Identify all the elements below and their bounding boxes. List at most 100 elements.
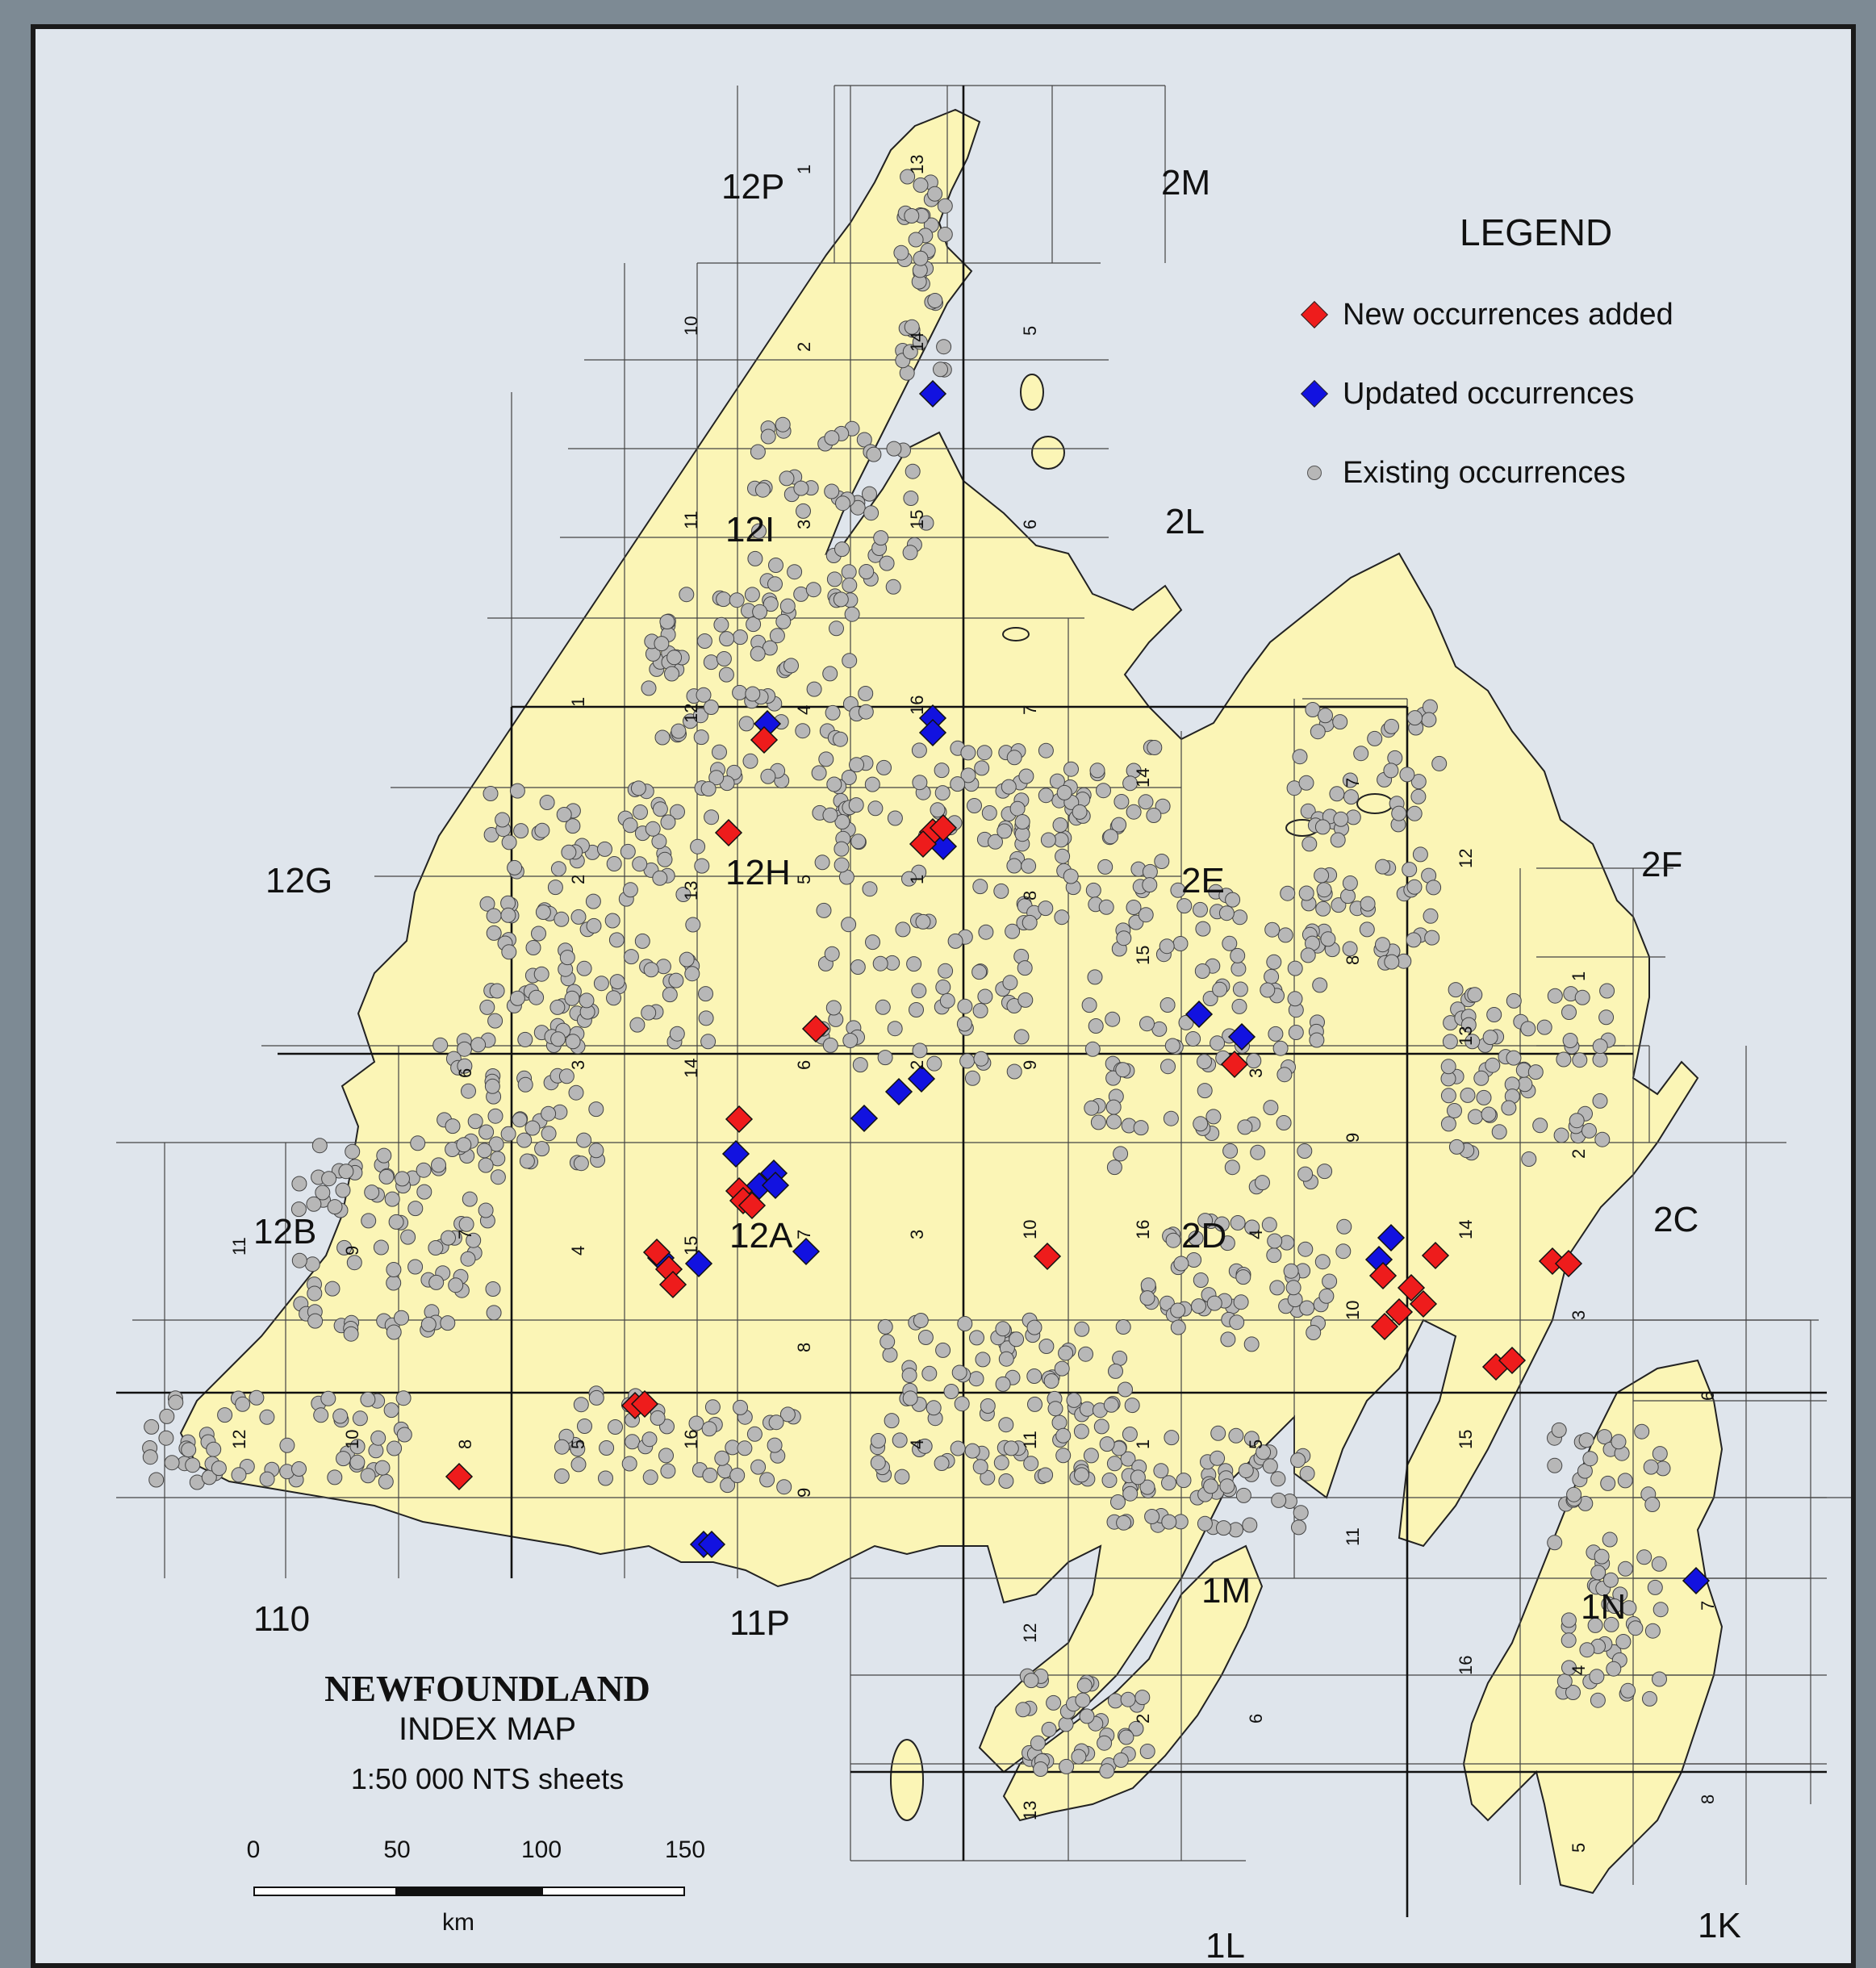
existing-occurrence-dot — [1235, 1487, 1251, 1503]
existing-occurrence-dot — [1155, 798, 1171, 814]
existing-occurrence-dot — [1592, 1093, 1608, 1109]
existing-occurrence-dot — [1292, 749, 1308, 765]
existing-occurrence-dot — [517, 1076, 533, 1093]
existing-occurrence-dot — [904, 208, 920, 224]
existing-occurrence-dot — [1106, 1159, 1122, 1176]
existing-occurrence-dot — [1272, 1040, 1289, 1056]
existing-occurrence-dot — [1178, 1014, 1194, 1030]
existing-occurrence-dot — [814, 854, 830, 871]
existing-occurrence-dot — [1170, 1319, 1186, 1335]
existing-occurrence-dot — [738, 716, 754, 732]
sheet-label: 2F — [1641, 845, 1682, 884]
existing-occurrence-dot — [865, 934, 880, 951]
existing-occurrence-dot — [972, 1003, 988, 1018]
quad-number: 11 — [1343, 1527, 1363, 1546]
existing-occurrence-dot — [1078, 1346, 1093, 1362]
existing-occurrence-dot — [144, 1419, 160, 1435]
scale-segment — [397, 1887, 541, 1896]
existing-occurrence-dot — [733, 1399, 748, 1415]
quad-number: 15 — [1456, 1430, 1476, 1449]
existing-occurrence-dot — [1592, 1038, 1608, 1055]
existing-occurrence-dot — [1399, 767, 1415, 783]
existing-occurrence-dot — [1402, 862, 1418, 878]
existing-occurrence-dot — [1017, 992, 1034, 1008]
red-diamond-icon — [1301, 301, 1328, 328]
existing-occurrence-dot — [1063, 868, 1079, 884]
existing-occurrence-dot — [908, 232, 924, 248]
updated-occurrence-diamond — [850, 1104, 879, 1133]
existing-occurrence-dot — [1250, 1144, 1266, 1160]
existing-occurrence-dot — [1318, 1288, 1335, 1304]
existing-occurrence-dot — [1561, 1660, 1577, 1676]
updated-occurrence-diamond — [1227, 1022, 1256, 1051]
existing-occurrence-dot — [1113, 1146, 1129, 1162]
existing-occurrence-dot — [1317, 1164, 1333, 1180]
existing-occurrence-dot — [1297, 1143, 1313, 1159]
existing-occurrence-dot — [541, 1126, 557, 1142]
existing-occurrence-dot — [703, 654, 719, 671]
existing-occurrence-dot — [1022, 914, 1038, 930]
existing-occurrence-dot — [1556, 1051, 1572, 1068]
existing-occurrence-dot — [1421, 712, 1437, 728]
existing-occurrence-dot — [877, 1050, 893, 1066]
existing-occurrence-dot — [1054, 1360, 1070, 1377]
existing-occurrence-dot — [776, 1479, 792, 1495]
existing-occurrence-dot — [713, 616, 729, 633]
existing-occurrence-dot — [1298, 775, 1314, 791]
existing-occurrence-dot — [675, 887, 691, 902]
existing-occurrence-dot — [1122, 1427, 1138, 1442]
existing-occurrence-dot — [660, 1463, 676, 1479]
existing-occurrence-dot — [1056, 784, 1072, 800]
existing-occurrence-dot — [1233, 1294, 1249, 1310]
existing-occurrence-dot — [750, 1459, 767, 1475]
existing-occurrence-dot — [306, 1196, 322, 1212]
existing-occurrence-dot — [1287, 991, 1303, 1007]
existing-occurrence-dot — [746, 616, 762, 633]
existing-occurrence-dot — [745, 686, 761, 702]
existing-occurrence-dot — [559, 950, 575, 966]
existing-occurrence-dot — [1142, 877, 1158, 893]
existing-occurrence-dot — [1051, 1414, 1068, 1431]
existing-occurrence-dot — [1139, 1290, 1155, 1306]
existing-occurrence-dot — [374, 1460, 391, 1476]
existing-occurrence-dot — [593, 976, 609, 992]
existing-occurrence-dot — [892, 1432, 908, 1448]
existing-occurrence-dot — [1066, 1392, 1082, 1408]
quad-number: 4 — [568, 1246, 588, 1256]
existing-occurrence-dot — [1406, 932, 1422, 948]
scale-tick: 150 — [664, 1836, 706, 1863]
new-occurrence-diamond — [445, 1462, 474, 1491]
existing-occurrence-dot — [1122, 775, 1139, 792]
existing-occurrence-dot — [1264, 921, 1281, 938]
existing-occurrence-dot — [1193, 1116, 1209, 1132]
existing-occurrence-dot — [1003, 1440, 1019, 1456]
existing-occurrence-dot — [1300, 947, 1316, 963]
existing-occurrence-dot — [1410, 788, 1427, 804]
existing-occurrence-dot — [937, 227, 953, 242]
existing-occurrence-dot — [746, 1426, 763, 1442]
existing-occurrence-dot — [1120, 1451, 1136, 1467]
existing-occurrence-dot — [841, 917, 857, 933]
existing-occurrence-dot — [597, 841, 612, 857]
updated-occurrence-diamond — [697, 1530, 726, 1559]
existing-occurrence-dot — [1222, 1143, 1239, 1159]
existing-occurrence-dot — [768, 558, 783, 573]
existing-occurrence-dot — [978, 924, 994, 940]
existing-occurrence-dot — [1280, 885, 1296, 901]
existing-occurrence-dot — [1422, 699, 1438, 715]
existing-occurrence-dot — [400, 1229, 416, 1245]
existing-occurrence-dot — [1597, 1429, 1612, 1445]
existing-occurrence-dot — [760, 768, 776, 784]
existing-occurrence-dot — [826, 571, 842, 587]
existing-occurrence-dot — [1124, 1398, 1140, 1414]
existing-occurrence-dot — [967, 798, 982, 813]
existing-occurrence-dot — [1330, 832, 1346, 848]
existing-occurrence-dot — [1578, 1432, 1594, 1448]
existing-occurrence-dot — [1118, 1729, 1134, 1745]
existing-occurrence-dot — [1340, 888, 1356, 905]
existing-occurrence-dot — [1038, 1339, 1055, 1354]
existing-occurrence-dot — [909, 1002, 924, 1017]
existing-occurrence-dot — [1230, 961, 1247, 977]
quad-number: 2 — [1569, 1149, 1589, 1159]
